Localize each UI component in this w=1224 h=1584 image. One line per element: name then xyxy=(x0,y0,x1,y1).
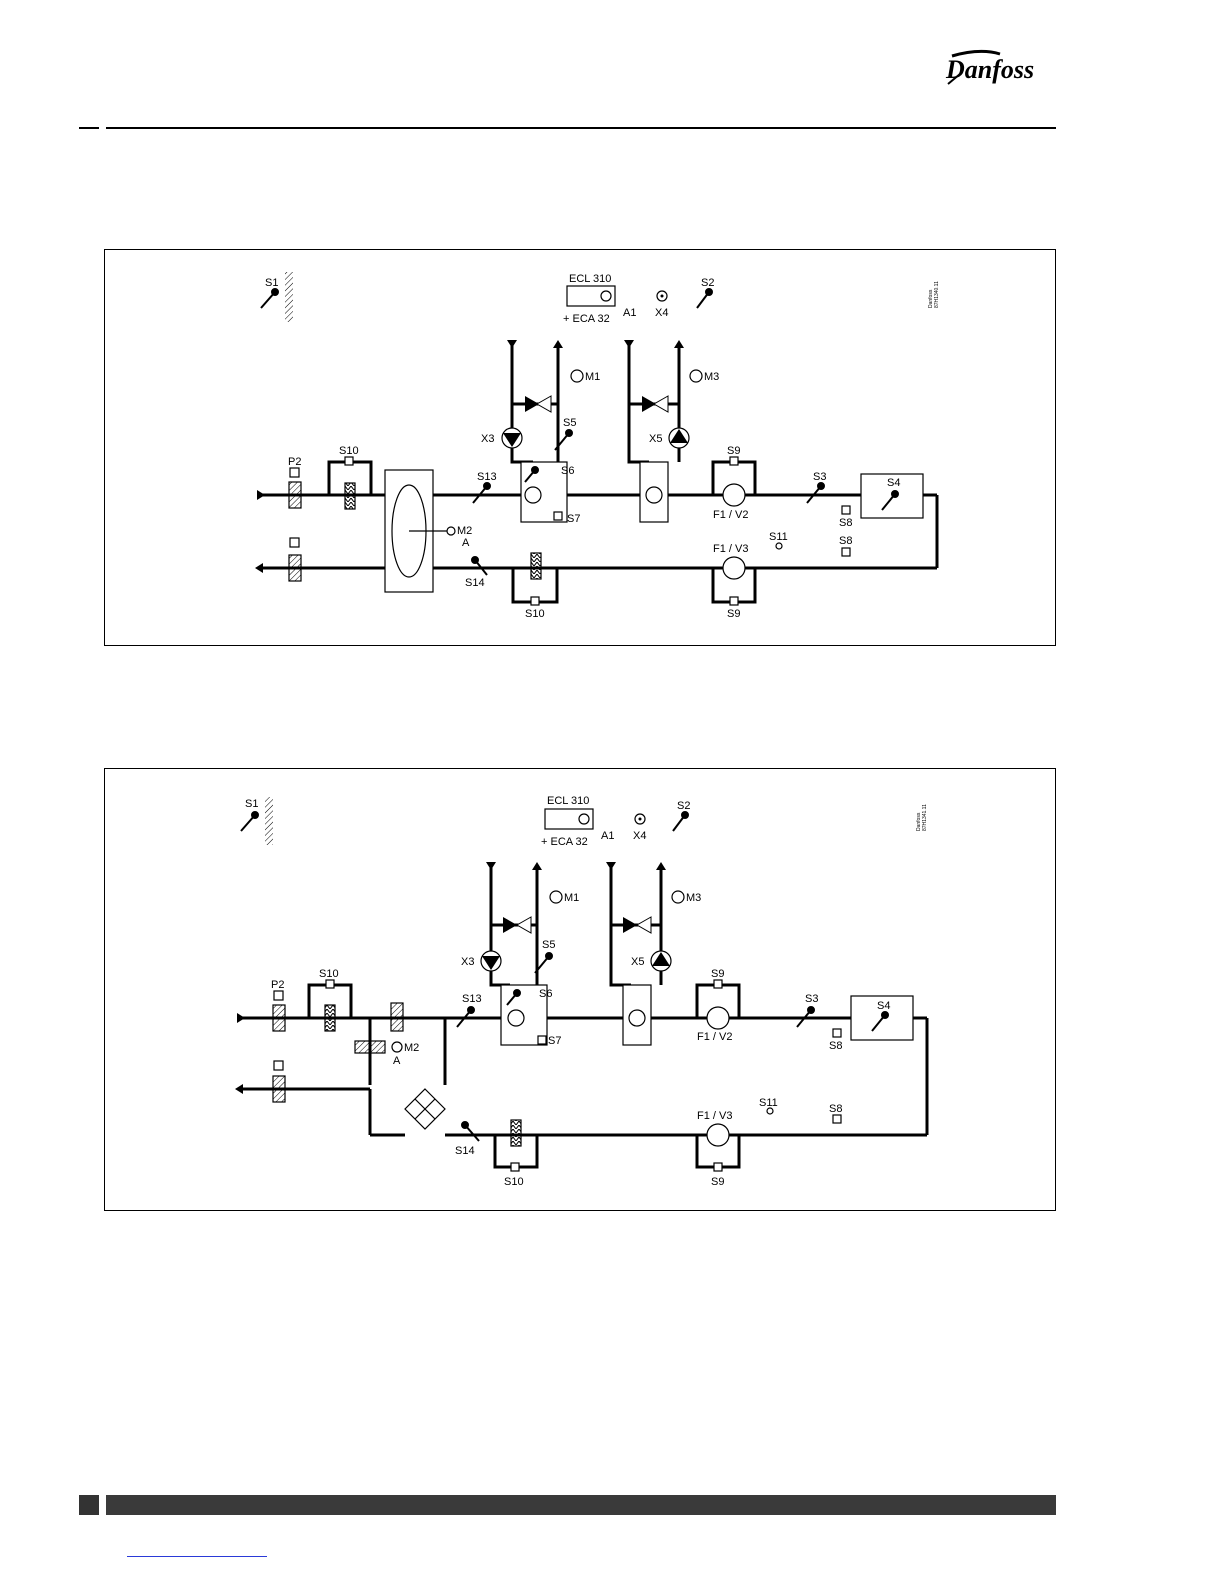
label-a1: A1 xyxy=(601,830,614,842)
label-s2: S2 xyxy=(677,800,690,812)
label-s13: S13 xyxy=(477,471,497,483)
label-f1v2: F1 / V2 xyxy=(697,1031,732,1043)
label-s3: S3 xyxy=(813,471,826,483)
footer-bar xyxy=(106,1495,1056,1515)
label-s10-bottom: S10 xyxy=(525,608,545,620)
logo-wordmark: Danfoss xyxy=(945,55,1034,84)
label-x5: X5 xyxy=(631,956,644,968)
label-f1v3: F1 / V3 xyxy=(713,543,748,555)
label-s13: S13 xyxy=(462,993,482,1005)
label-s7: S7 xyxy=(567,513,580,525)
label-p2: P2 xyxy=(271,979,284,991)
diagram-panel-1: S1 ECL 310 + ECA 32 A1 X4 S2 M1 M3 X3 X5… xyxy=(104,249,1056,646)
drawing-code-line-2: 87H1341.11 xyxy=(922,804,928,831)
label-x3: X3 xyxy=(481,433,494,445)
diagram-1-svg: S1 ECL 310 + ECA 32 A1 X4 S2 M1 M3 X3 X5… xyxy=(105,250,1057,647)
label-s3: S3 xyxy=(805,993,818,1005)
label-s8-bottom: S8 xyxy=(839,535,852,547)
label-f1v2: F1 / V2 xyxy=(713,509,748,521)
label-s2: S2 xyxy=(701,277,714,289)
label-eca: + ECA 32 xyxy=(541,836,588,848)
label-x5: X5 xyxy=(649,433,662,445)
label-m2: M2 xyxy=(404,1042,419,1054)
label-m3: M3 xyxy=(704,371,719,383)
label-s5: S5 xyxy=(542,939,555,951)
label-s10-bottom: S10 xyxy=(504,1176,524,1188)
label-s9-bottom: S9 xyxy=(711,1176,724,1188)
danfoss-logo: Danfoss xyxy=(940,44,1060,92)
drawing-code-line-2: 87H1340.11 xyxy=(934,281,940,308)
label-s4: S4 xyxy=(877,1000,890,1012)
label-s1: S1 xyxy=(245,798,258,810)
label-s1: S1 xyxy=(265,277,278,289)
diagram-panel-2: S1 ECL 310 + ECA 32 A1 X4 S2 M1 M3 X3 X5… xyxy=(104,768,1056,1211)
label-s8-bottom: S8 xyxy=(829,1103,842,1115)
diagram-2-svg: S1 ECL 310 + ECA 32 A1 X4 S2 M1 M3 X3 X5… xyxy=(105,769,1057,1212)
label-s10-top: S10 xyxy=(319,968,339,980)
label-m2: M2 xyxy=(457,525,472,537)
label-ecl: ECL 310 xyxy=(547,795,589,807)
label-s4: S4 xyxy=(887,477,900,489)
label-s14: S14 xyxy=(455,1145,475,1157)
label-s9-top: S9 xyxy=(727,445,740,457)
label-a1: A1 xyxy=(623,307,636,319)
label-s6: S6 xyxy=(539,988,552,1000)
label-x3: X3 xyxy=(461,956,474,968)
label-x4: X4 xyxy=(633,830,646,842)
label-a: A xyxy=(393,1055,401,1067)
label-s9-top: S9 xyxy=(711,968,724,980)
label-ecl: ECL 310 xyxy=(569,273,611,285)
label-s6: S6 xyxy=(561,465,574,477)
footer-link-underline[interactable] xyxy=(127,1556,267,1557)
label-s14: S14 xyxy=(465,577,485,589)
label-x4: X4 xyxy=(655,307,668,319)
label-m1: M1 xyxy=(564,892,579,904)
label-eca: + ECA 32 xyxy=(563,313,610,325)
label-s5: S5 xyxy=(563,417,576,429)
label-s11: S11 xyxy=(769,531,788,543)
footer-page-marker xyxy=(79,1495,99,1515)
label-p2: P2 xyxy=(288,456,301,468)
label-s10-top: S10 xyxy=(339,445,359,457)
label-f1v3: F1 / V3 xyxy=(697,1110,732,1122)
label-s8-top: S8 xyxy=(829,1040,842,1052)
label-s8-top: S8 xyxy=(839,517,852,529)
label-m3: M3 xyxy=(686,892,701,904)
label-s11: S11 xyxy=(759,1097,778,1109)
label-a: A xyxy=(462,537,470,549)
label-m1: M1 xyxy=(585,371,600,383)
label-s7: S7 xyxy=(548,1035,561,1047)
label-s9-bottom: S9 xyxy=(727,608,740,620)
header-rule-left xyxy=(79,127,99,129)
header-rule xyxy=(106,127,1056,129)
